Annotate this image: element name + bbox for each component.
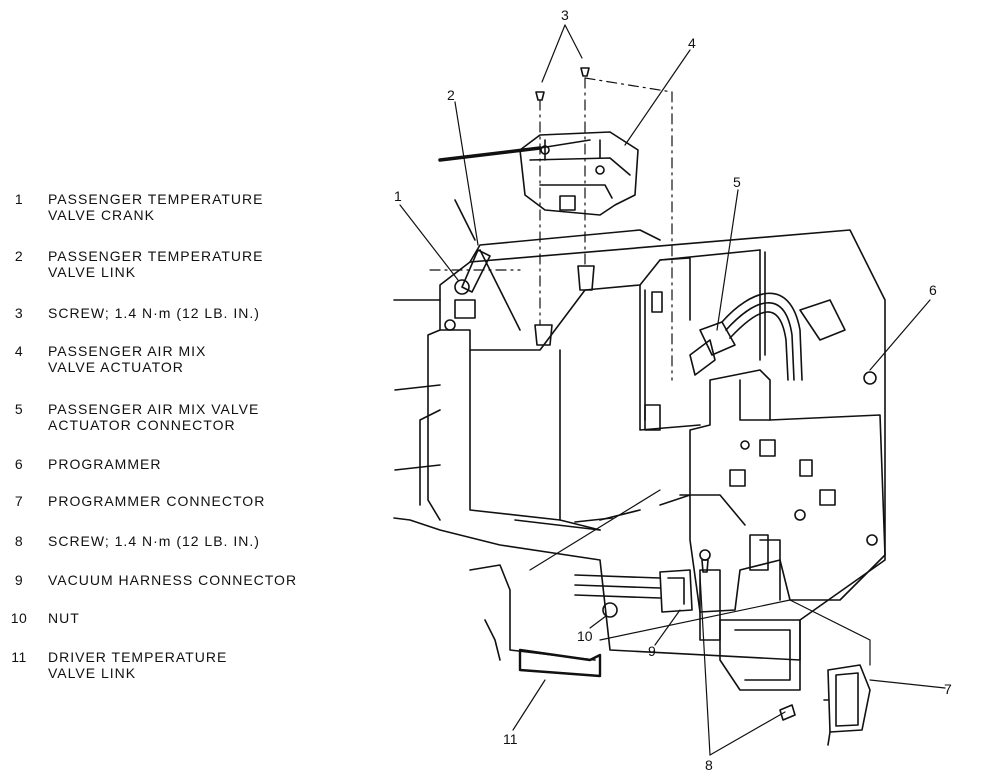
- legend-description: VACUUM HARNESS CONNECTOR: [48, 572, 298, 588]
- screws-item-8: [699, 549, 796, 721]
- valve-crank-and-link: [429, 199, 521, 331]
- legend-number: 8: [14, 533, 24, 549]
- legend-description: SCREW; 1.4 N·m (12 LB. IN.): [48, 533, 260, 549]
- legend-number: 9: [14, 572, 24, 588]
- callout-1: 1: [394, 188, 402, 204]
- callout-2: 2: [447, 87, 455, 103]
- mounting-centerlines: [539, 77, 673, 381]
- legend-number: 4: [14, 343, 24, 359]
- parts-legend: 1 PASSENGER TEMPERATURE VALVE CRANK 2 PA…: [0, 0, 380, 779]
- driver-temperature-valve-link: [469, 509, 641, 678]
- legend-number: 2: [14, 248, 24, 264]
- callout-11: 11: [503, 731, 518, 747]
- legend-description: PASSENGER TEMPERATURE VALVE CRANK: [48, 191, 264, 223]
- callout-6: 6: [929, 282, 937, 298]
- legend-number: 7: [14, 493, 24, 509]
- legend-description: NUT: [48, 610, 80, 626]
- legend-description: PASSENGER TEMPERATURE VALVE LINK: [48, 248, 264, 280]
- callout-4: 4: [688, 35, 696, 51]
- actuator-connector: [689, 292, 846, 381]
- callout-10: 10: [577, 628, 593, 644]
- heater-case: [393, 229, 886, 661]
- callout-numbers: 1 2 3 4 5 6 7 8 9 10 11: [394, 7, 952, 773]
- legend-number: 11: [11, 649, 27, 665]
- legend-description: PROGRAMMER: [48, 456, 162, 472]
- callout-8: 8: [705, 757, 713, 773]
- air-mix-actuator: [438, 131, 639, 216]
- legend-description: PROGRAMMER CONNECTOR: [48, 493, 266, 509]
- leader-lines: [399, 24, 946, 756]
- screws-item-3: [534, 67, 595, 346]
- callout-3: 3: [561, 7, 569, 23]
- legend-description: PASSENGER AIR MIX VALVE ACTUATOR: [48, 343, 207, 375]
- legend-number: 1: [14, 191, 24, 207]
- programmer-connector: [823, 664, 871, 746]
- callout-7: 7: [944, 681, 952, 697]
- callout-9: 9: [648, 643, 656, 659]
- legend-number: 3: [14, 305, 24, 321]
- legend-description: DRIVER TEMPERATURE VALVE LINK: [48, 649, 228, 681]
- callout-5: 5: [733, 174, 741, 190]
- vacuum-harness-connector: [574, 569, 693, 618]
- legend-number: 10: [10, 610, 28, 626]
- legend-description: SCREW; 1.4 N·m (12 LB. IN.): [48, 305, 260, 321]
- legend-description: PASSENGER AIR MIX VALVE ACTUATOR CONNECT…: [48, 401, 260, 433]
- legend-number: 6: [14, 456, 24, 472]
- legend-number: 5: [14, 401, 24, 417]
- programmer: [659, 369, 886, 691]
